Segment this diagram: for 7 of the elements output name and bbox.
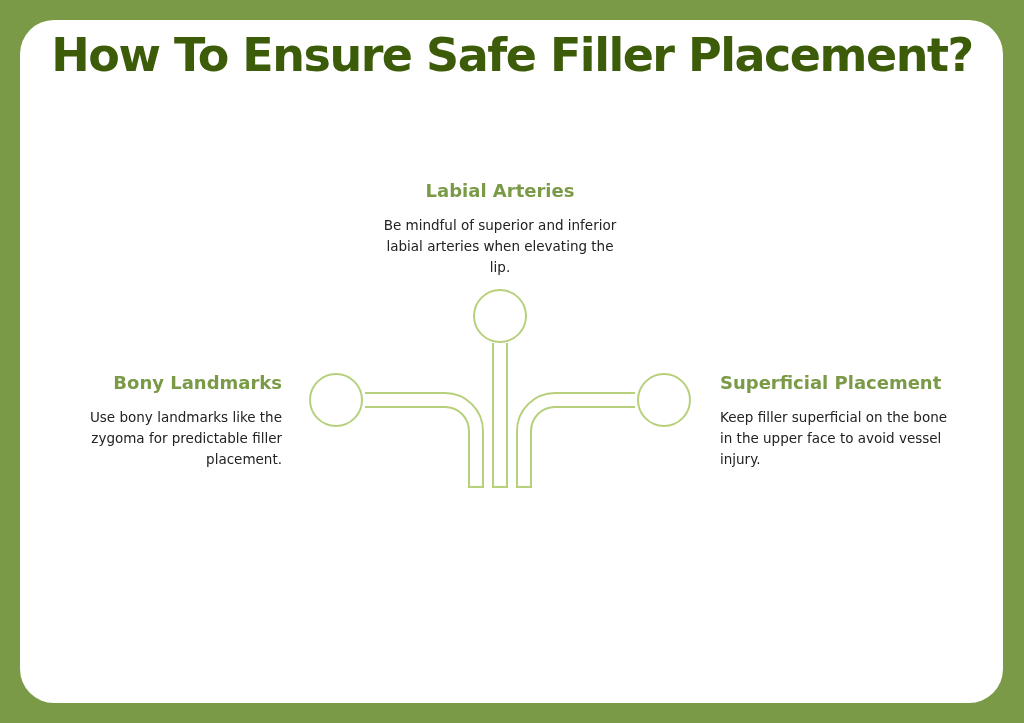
- section-heading: Superficial Placement: [720, 372, 943, 393]
- section-heading: Bony Landmarks: [112, 372, 282, 393]
- title: How To Ensure Safe Filler Placement?: [50, 28, 974, 82]
- section-heading: Labial Arteries: [424, 180, 576, 201]
- description-text: Keep filler superficial on the bone in the upper face to avoid vessel injury.: [720, 408, 949, 469]
- description-text: Be mindful of superior and inferior labial arteries when elevating the lip.: [382, 216, 618, 277]
- description-text: Use bony landmarks like the zygoma for predictable filler placement.: [88, 408, 282, 469]
